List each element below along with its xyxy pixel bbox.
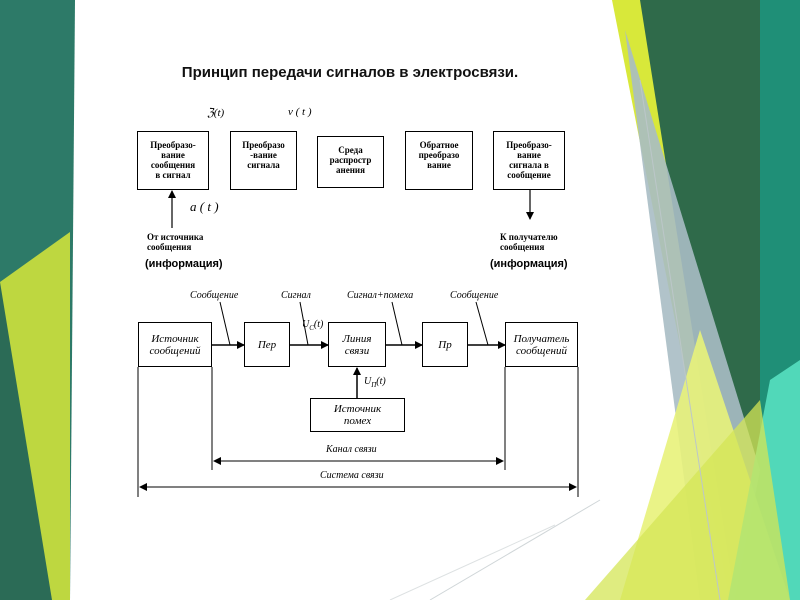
slide-title: Принцип передачи сигналов в электросвязи… bbox=[181, 64, 519, 81]
uc-arg: (t) bbox=[313, 319, 324, 330]
box-inverse-conversion: Обратное преобразо вание bbox=[405, 131, 473, 190]
signal-z-label: ℨ(t) bbox=[207, 107, 225, 119]
bottom-lime-shard bbox=[585, 400, 790, 600]
receiver-label: К получателю сообщения bbox=[500, 232, 558, 252]
label-message-2: Сообщение bbox=[450, 290, 499, 301]
uc-main: U bbox=[302, 319, 310, 330]
box-signal-conversion: Преобразо -вание сигнала bbox=[230, 131, 297, 190]
pointer-signal bbox=[299, 301, 309, 346]
box-signal-to-message: Преобразо- вание сигнала в сообщение bbox=[493, 131, 565, 190]
box-communication-line: Линия связи bbox=[328, 322, 386, 367]
box-receiver: Пр bbox=[422, 322, 468, 367]
un-sub: П bbox=[371, 381, 377, 389]
box-noise-source: Источник помех bbox=[310, 398, 405, 432]
box-propagation-medium: Среда распростр анения bbox=[317, 136, 384, 188]
decor-line-3 bbox=[389, 524, 556, 600]
pointer-message-2 bbox=[475, 301, 489, 346]
decor-line-1 bbox=[639, 79, 721, 600]
left-dark-triangle bbox=[0, 282, 52, 600]
decor-line-2 bbox=[429, 499, 601, 600]
signal-a-label: a ( t ) bbox=[190, 199, 219, 214]
label-signal: Сигнал bbox=[281, 290, 311, 301]
label-signal-noise: Сигнал+помеха bbox=[347, 290, 414, 301]
box-recipient: Получатель сообщений bbox=[505, 322, 578, 367]
box-message-to-signal: Преобразо- вание сообщения в сигнал bbox=[137, 131, 209, 190]
box-message-source: Источник сообщений bbox=[138, 322, 212, 367]
un-main: U bbox=[364, 376, 372, 387]
channel-label: Канал связи bbox=[326, 444, 377, 455]
source-info-label: (информация) bbox=[145, 258, 223, 270]
signal-v-label: v ( t ) bbox=[288, 106, 312, 118]
source-label: От источника сообщения bbox=[147, 232, 204, 252]
receiver-info-label: (информация) bbox=[490, 258, 568, 270]
uc-signal-label: UC(t) bbox=[302, 319, 323, 332]
system-label: Система связи bbox=[320, 470, 384, 481]
un-noise-label: UП(t) bbox=[364, 376, 386, 389]
uc-sub: C bbox=[309, 324, 314, 332]
un-arg: (t) bbox=[376, 376, 386, 387]
pointer-signal-noise bbox=[391, 301, 403, 346]
pointer-message-1 bbox=[219, 301, 231, 346]
box-transmitter: Пер bbox=[244, 322, 290, 367]
label-message-1: Сообщение bbox=[190, 290, 239, 301]
